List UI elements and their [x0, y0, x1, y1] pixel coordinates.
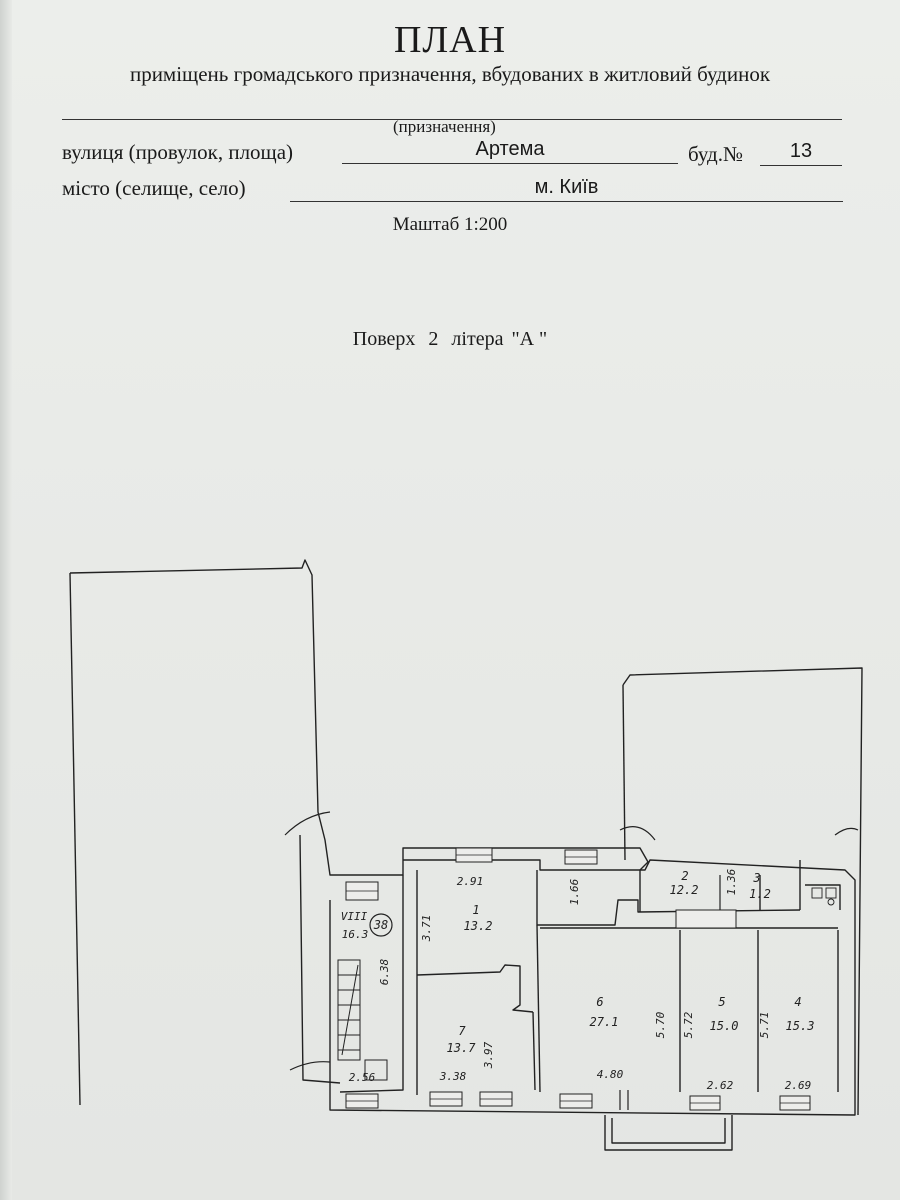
room-3-number: 3: [752, 871, 760, 885]
purpose-line: [62, 119, 842, 120]
sanitary-fixture: [811, 887, 837, 906]
paper-edge-shadow: [0, 0, 12, 1200]
room-6-area: 27.1: [590, 1015, 619, 1029]
street-underline: [342, 163, 678, 164]
room-4-number: 4: [794, 995, 801, 1009]
purpose-caption: (призначення): [393, 117, 496, 136]
street-value: Артема: [475, 138, 545, 160]
letter-value: "А ": [511, 328, 548, 350]
main-floor-outline: [329, 859, 856, 1116]
right-building-west-wall: [622, 684, 626, 861]
building-value: 13: [789, 140, 813, 162]
street-label: вулиця (провулок, площа): [62, 140, 294, 164]
building-label: буд.№: [688, 142, 744, 166]
room-1-number: 1: [472, 903, 479, 917]
room-5-length: 5.72: [682, 1011, 695, 1038]
door-arc: [619, 826, 656, 841]
room-1-area: 13.2: [464, 919, 493, 933]
staircase: [337, 959, 388, 1081]
floor-number: 2: [428, 328, 439, 350]
left-building-west-wall: [69, 572, 81, 1106]
room-viii-number: VIII: [341, 910, 368, 923]
room-5-width: 2.62: [707, 1079, 734, 1092]
building-underline: [760, 165, 842, 166]
room-6-width: 4.80: [597, 1068, 624, 1081]
document-subtitle: приміщень громадського призначення, вбуд…: [129, 62, 771, 86]
room-4-area: 15.3: [786, 1019, 815, 1033]
stair-mark-text: 38: [373, 918, 388, 932]
wall-stair-east: [339, 875, 404, 1093]
door-arc: [834, 827, 859, 836]
room-1-length: 3.71: [420, 915, 433, 943]
door-arc: [284, 811, 331, 836]
wall-room1-south: [416, 964, 534, 1013]
room-6-number: 6: [596, 995, 603, 1009]
floor-label: Поверх: [352, 328, 416, 350]
city-label: місто (селище, село): [62, 176, 246, 200]
right-building-outline: [622, 667, 863, 1116]
window: [675, 909, 737, 929]
wall-room7-east: [532, 1011, 536, 1091]
room-3-area: 1.2: [749, 887, 771, 901]
letter-label: літера: [451, 328, 504, 350]
room-viii-length: 6.38: [378, 958, 391, 985]
city-underline: [290, 201, 843, 202]
room-7-width: 3.38: [439, 1070, 467, 1083]
wall-corridor: [536, 924, 541, 1093]
wall-room3: [759, 860, 841, 910]
room-viii-area: 16.3: [342, 928, 369, 941]
document-title: ПЛАН: [393, 19, 507, 61]
room-7-length: 3.97: [482, 1041, 495, 1069]
door-arc: [289, 1061, 331, 1071]
left-building-outline: [69, 559, 649, 876]
floor-heading: Поверх 2 літера "А ": [0, 328, 900, 351]
left-building-inner-wall: [299, 834, 341, 1084]
room-2-width: 1.36: [725, 868, 738, 895]
room-4-length: 5.71: [758, 1012, 771, 1039]
room-7-number: 7: [458, 1024, 466, 1038]
scale-text: Маштаб 1:200: [392, 214, 508, 235]
room-7-area: 13.7: [447, 1041, 477, 1055]
room-viii-width: 2.56: [349, 1071, 376, 1084]
room-5-number: 5: [718, 995, 725, 1009]
room-2-area: 12.2: [670, 883, 699, 897]
porch-inner: [611, 1118, 726, 1144]
porch-outline: [604, 1115, 733, 1151]
room-5-area: 15.0: [710, 1019, 739, 1033]
stair-mark-circle: [369, 913, 393, 937]
room-4-width: 2.69: [785, 1079, 812, 1092]
room-2-number: 2: [681, 869, 688, 883]
room-1-width: 2.91: [457, 875, 484, 888]
room-2-length: 1.66: [568, 878, 581, 905]
city-value: м. Київ: [534, 176, 599, 198]
room-6-length: 5.70: [654, 1011, 667, 1038]
